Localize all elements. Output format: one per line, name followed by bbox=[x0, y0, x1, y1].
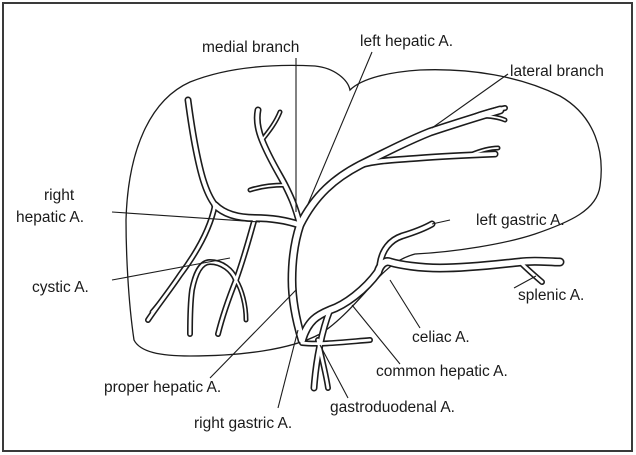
label-right-hepatic-line1: right bbox=[44, 187, 75, 204]
leader-proper-hepatic bbox=[210, 290, 296, 378]
vessel-lumen-17 bbox=[218, 218, 255, 334]
label-left-hepatic: left hepatic A. bbox=[360, 33, 453, 50]
liver-outline bbox=[126, 65, 601, 356]
label-left-gastric: left gastric A. bbox=[476, 212, 565, 229]
label-medial-branch: medial branch bbox=[202, 39, 299, 56]
label-right-hepatic-line2: hepatic A. bbox=[16, 209, 84, 226]
vessel-lumen-14 bbox=[188, 100, 215, 205]
leader-cystic bbox=[112, 258, 230, 280]
label-gastroduodenal: gastroduodenal A. bbox=[330, 399, 455, 416]
label-proper-hepatic: proper hepatic A. bbox=[104, 379, 221, 396]
label-cystic: cystic A. bbox=[32, 279, 89, 296]
labels: medial branch left hepatic A. lateral br… bbox=[16, 33, 604, 432]
label-celiac: celiac A. bbox=[412, 329, 470, 346]
label-common-hepatic: common hepatic A. bbox=[376, 363, 508, 380]
vessel-segment-5 bbox=[300, 110, 500, 225]
label-lateral-branch: lateral branch bbox=[510, 63, 604, 80]
label-right-gastric: right gastric A. bbox=[194, 415, 292, 432]
vessel-lumen-0 bbox=[302, 272, 378, 340]
leader-celiac bbox=[390, 280, 420, 328]
vessel-lumen-5 bbox=[300, 110, 500, 225]
leader-common-hepatic bbox=[352, 305, 400, 364]
leader-right-gastric bbox=[278, 330, 298, 408]
vessel-lumen-16 bbox=[152, 275, 180, 312]
label-splenic: splenic A. bbox=[518, 287, 584, 304]
